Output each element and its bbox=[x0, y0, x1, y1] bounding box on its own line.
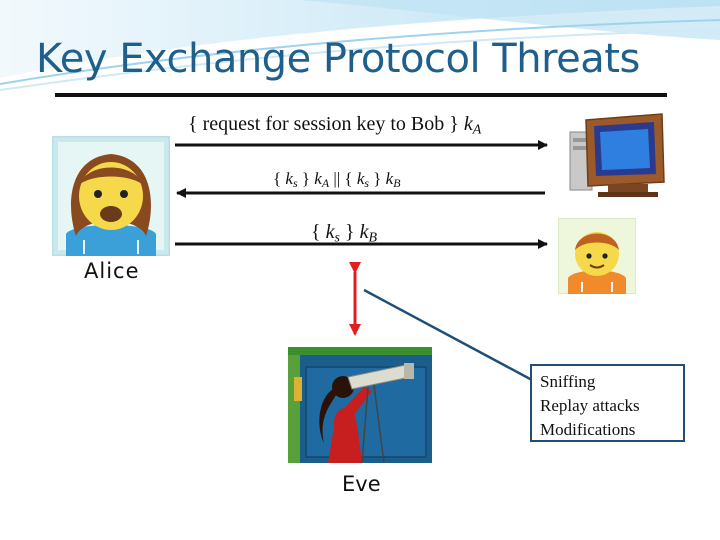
threat-item: Replay attacks bbox=[540, 396, 640, 415]
message-3-label: { ks } kB bbox=[311, 221, 378, 246]
threat-item: Modifications bbox=[540, 420, 636, 439]
bob-avatar-icon bbox=[558, 218, 636, 294]
header-swoosh bbox=[0, 0, 720, 91]
threats-callout: Sniffing Replay attacks Modifications bbox=[530, 364, 685, 442]
message-1-label: { request for session key to Bob } kA bbox=[188, 113, 482, 138]
eve-spy-icon bbox=[288, 347, 432, 463]
eve-label: Eve bbox=[342, 472, 381, 496]
alice-label: Alice bbox=[84, 259, 140, 283]
slide-title: Key Exchange Protocol Threats bbox=[36, 36, 640, 82]
title-divider bbox=[55, 93, 667, 97]
callout-line bbox=[363, 288, 533, 382]
server-computer-icon bbox=[569, 113, 665, 197]
threat-item: Sniffing bbox=[540, 372, 596, 391]
message-2-label: { ks } kA || { ks } kB bbox=[273, 169, 401, 190]
alice-avatar-icon bbox=[52, 136, 170, 256]
